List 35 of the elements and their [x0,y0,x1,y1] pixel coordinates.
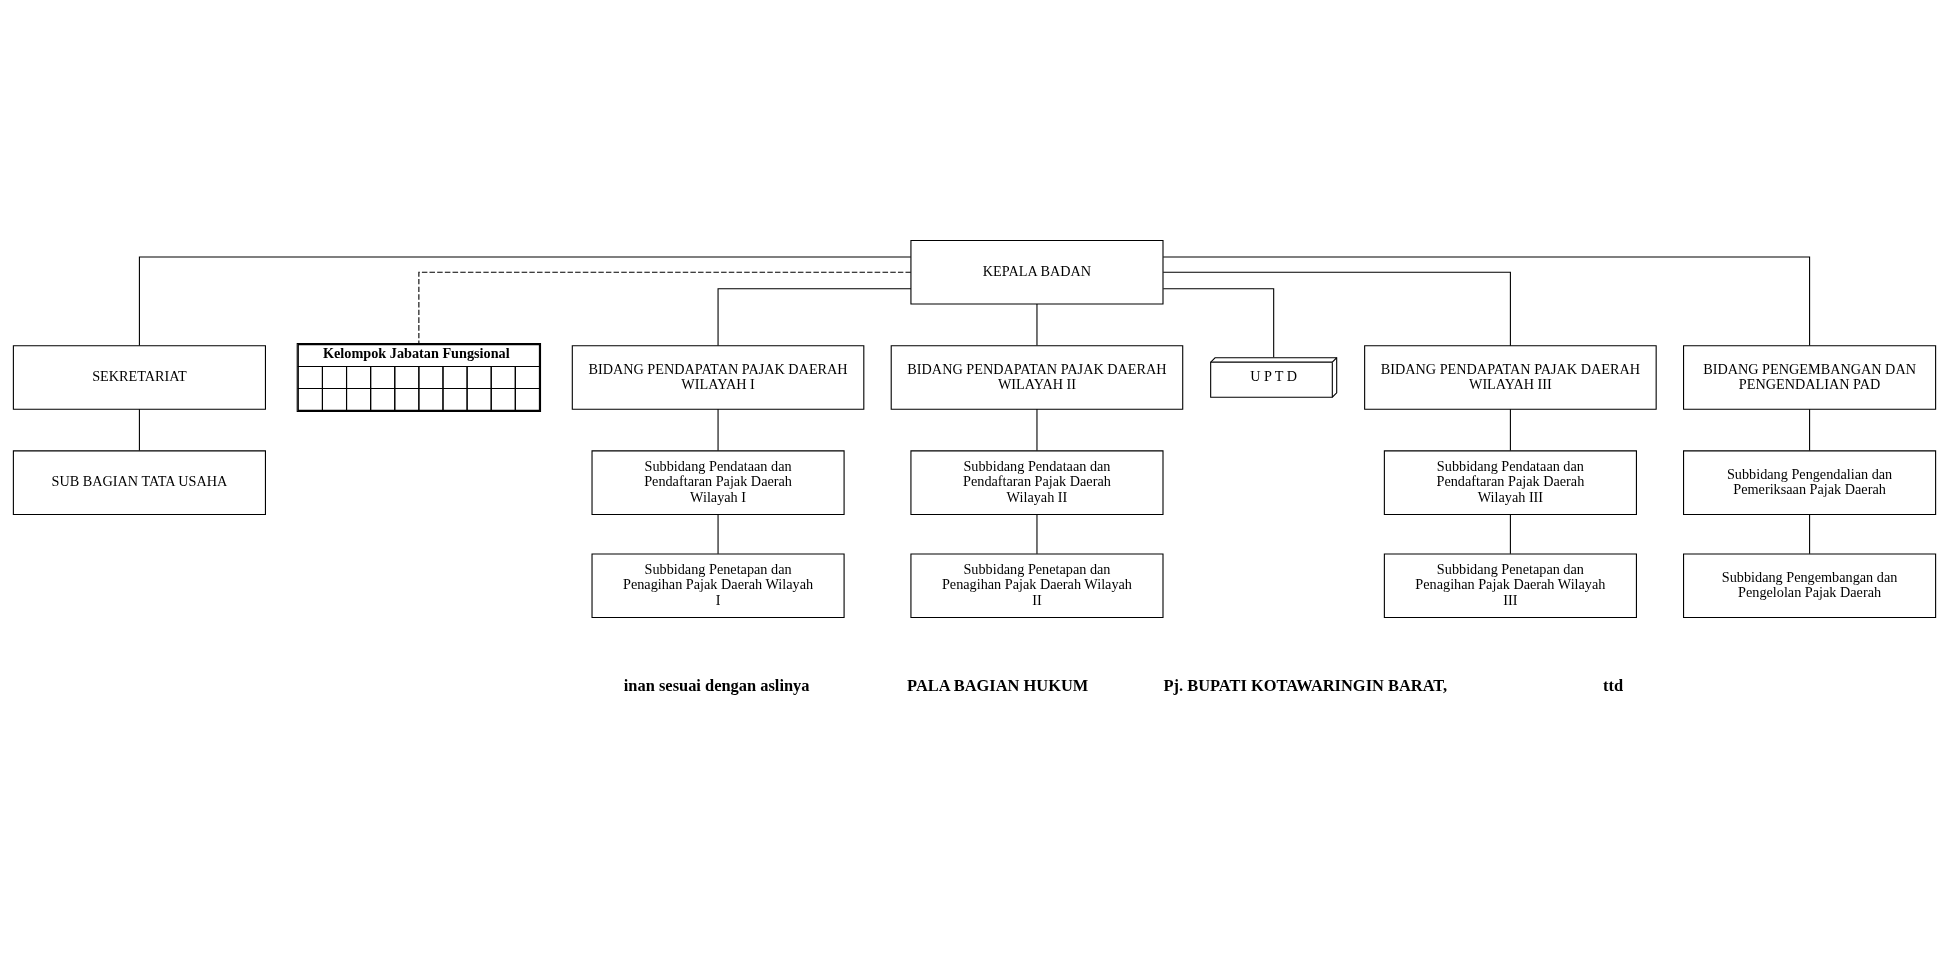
node-box: SUB BAGIAN TATA USAHA [12,449,266,515]
label: Pj. BUPATI KOTAWARINGIN BARAT, [1163,675,1447,695]
connector [1035,408,1037,451]
connector [717,513,719,554]
node-box: SEKRETARIAT [12,344,266,410]
connector [1035,303,1037,346]
connector [1162,271,1511,346]
connector [138,408,140,451]
node-box: BIDANG PENDAPATAN PAJAK DAERAH WILAYAH II [890,344,1183,410]
node-box: KEPALA BADAN [909,239,1164,305]
connector [717,287,911,346]
node-box: Subbidang Pendataan dan Pendaftaran Pajak Daerah Wilayah II [909,449,1164,515]
node-box: Subbidang Pendataan dan Pendaftaran Pajak Daerah Wilayah III [1383,449,1637,515]
connector [417,271,911,344]
connector [1808,408,1810,451]
node-box: Subbidang Pengendalian dan Pemeriksaan Pajak Daerah [1682,449,1936,515]
node-box: Subbidang Penetapan dan Penagihan Pajak Daerah Wilayah I [591,552,845,618]
node-box: BIDANG PENDAPATAN PAJAK DAERAH WILAYAH I [571,344,864,410]
label: inan sesuai dengan aslinya [623,675,810,695]
connector [1509,408,1511,451]
node-box: BIDANG PENDAPATAN PAJAK DAERAH WILAYAH III [1363,344,1657,410]
node-box: Subbidang Penetapan dan Penagihan Pajak Daerah Wilayah III [1383,552,1637,618]
connector [1808,513,1810,554]
node-box: Subbidang Pendataan dan Pendaftaran Pajak Daerah Wilayah I [591,449,845,515]
label: ttd [1602,675,1623,695]
connector [1509,513,1511,554]
node-box: Subbidang Penetapan dan Penagihan Pajak Daerah Wilayah II [909,552,1164,618]
connector [717,408,719,451]
connector [1035,513,1037,554]
label: PALA BAGIAN HUKUM [906,675,1088,695]
connector [1162,287,1274,358]
node-box: BIDANG PENGEMBANGAN DAN PENGENDALIAN PAD [1682,344,1936,410]
connector [1162,255,1810,346]
connector [138,255,911,346]
node-box: Subbidang Pengembangan dan Pengelolan Pajak Daerah [1682,552,1936,618]
